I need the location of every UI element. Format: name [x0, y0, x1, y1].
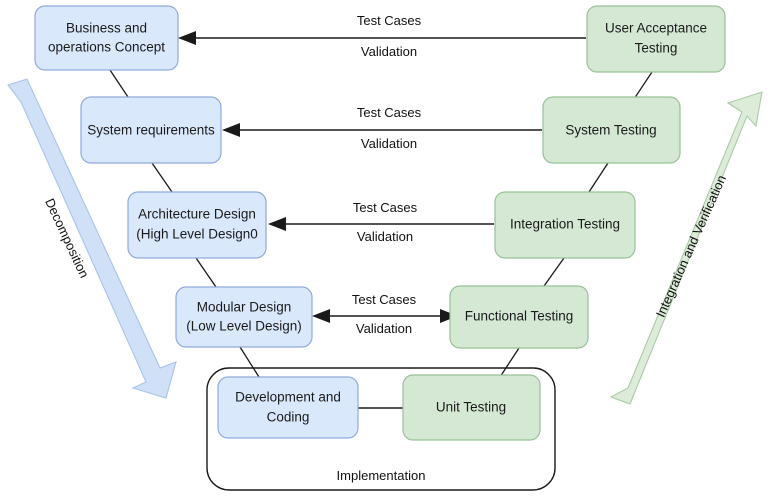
node-modular-design[interactable]: Modular Design (Low Level Design): [175, 286, 313, 348]
connector-integration-to-functional: [543, 257, 565, 287]
implementation-group-box: [206, 367, 556, 491]
connector-acceptance-to-system: [633, 71, 653, 100]
node-development-and-coding-line2: Coding: [267, 410, 310, 425]
node-user-acceptance-testing-line1: User Acceptance: [605, 21, 707, 36]
connector-system-to-integration: [588, 162, 609, 193]
cross-link-system-bottom-label: Validation: [361, 136, 417, 151]
node-business-concept[interactable]: Business and operations Concept: [34, 5, 179, 71]
connector-functional-to-unit: [499, 347, 520, 378]
node-system-testing-box[interactable]: [542, 96, 681, 164]
node-user-acceptance-testing-box[interactable]: [586, 5, 726, 73]
node-business-concept-line2: operations Concept: [48, 40, 165, 55]
implementation-group: Implementation: [206, 367, 556, 491]
cross-link-functional: Test Cases Validation: [312, 292, 458, 336]
cross-links: Test Cases Validation Test Cases Validat…: [178, 13, 586, 336]
node-modular-design-box[interactable]: [175, 286, 313, 348]
arrowhead-left-integration: [268, 217, 286, 231]
cross-link-acceptance-top-label: Test Cases: [357, 13, 422, 28]
arrowhead-left-acceptance: [178, 31, 196, 45]
node-system-testing[interactable]: System Testing: [542, 96, 681, 164]
node-architecture-design-line1: Architecture Design: [138, 207, 256, 222]
node-unit-testing-line1: Unit Testing: [436, 400, 506, 415]
connector-architecture-to-modular: [195, 257, 217, 288]
node-system-testing-line1: System Testing: [565, 123, 656, 138]
node-architecture-design[interactable]: Architecture Design (High Level Design0: [127, 191, 267, 259]
decomposition-arrow-shape: [7, 78, 177, 399]
arrowhead-left-functional: [312, 309, 330, 323]
node-functional-testing-line1: Functional Testing: [465, 309, 574, 324]
connector-requirements-to-architecture: [151, 162, 173, 193]
left-arm-connectors: [109, 69, 260, 378]
right-arm-connectors: [499, 71, 653, 378]
node-functional-testing[interactable]: Functional Testing: [449, 285, 589, 349]
node-modular-design-line1: Modular Design: [197, 300, 292, 315]
node-business-concept-line1: Business and: [66, 21, 147, 36]
cross-link-integration-top-label: Test Cases: [353, 200, 418, 215]
node-development-and-coding-box[interactable]: [217, 376, 359, 439]
node-integration-testing-box[interactable]: [494, 191, 636, 259]
cross-link-functional-bottom-label: Validation: [356, 321, 412, 336]
node-unit-testing[interactable]: Unit Testing: [402, 374, 541, 441]
cross-link-integration-bottom-label: Validation: [357, 229, 413, 244]
cross-link-system-top-label: Test Cases: [357, 105, 422, 120]
node-architecture-design-line2: (High Level Design0: [136, 227, 258, 242]
node-user-acceptance-testing-line2: Testing: [635, 41, 678, 56]
node-user-acceptance-testing[interactable]: User Acceptance Testing: [586, 5, 726, 73]
cross-link-integration: Test Cases Validation: [268, 200, 494, 244]
node-business-concept-box[interactable]: [34, 5, 179, 71]
integration-verification-label: Integration and Verification: [653, 173, 729, 320]
arrowhead-right-functional: [440, 309, 458, 323]
implementation-group-label: Implementation: [337, 468, 426, 483]
cross-link-acceptance-bottom-label: Validation: [361, 44, 417, 59]
node-functional-testing-box[interactable]: [449, 285, 589, 349]
node-system-requirements-line1: System requirements: [87, 123, 215, 138]
node-architecture-design-box[interactable]: [127, 191, 267, 259]
arrowhead-left-system: [222, 123, 240, 137]
node-unit-testing-box[interactable]: [402, 374, 541, 441]
node-system-requirements[interactable]: System requirements: [80, 96, 222, 164]
node-modular-design-line2: (Low Level Design): [186, 319, 302, 334]
node-development-and-coding-line1: Development and: [235, 390, 341, 405]
cross-link-functional-top-label: Test Cases: [352, 292, 417, 307]
integration-verification-arrow-shape: [609, 91, 763, 405]
cross-link-acceptance: Test Cases Validation: [178, 13, 586, 59]
node-development-and-coding[interactable]: Development and Coding: [217, 376, 359, 439]
node-integration-testing[interactable]: Integration Testing: [494, 191, 636, 259]
connector-modular-to-development: [239, 346, 260, 378]
node-integration-testing-line1: Integration Testing: [510, 217, 620, 232]
cross-link-system: Test Cases Validation: [222, 105, 542, 151]
node-system-requirements-box[interactable]: [80, 96, 222, 164]
connector-business-to-requirements: [109, 69, 129, 98]
